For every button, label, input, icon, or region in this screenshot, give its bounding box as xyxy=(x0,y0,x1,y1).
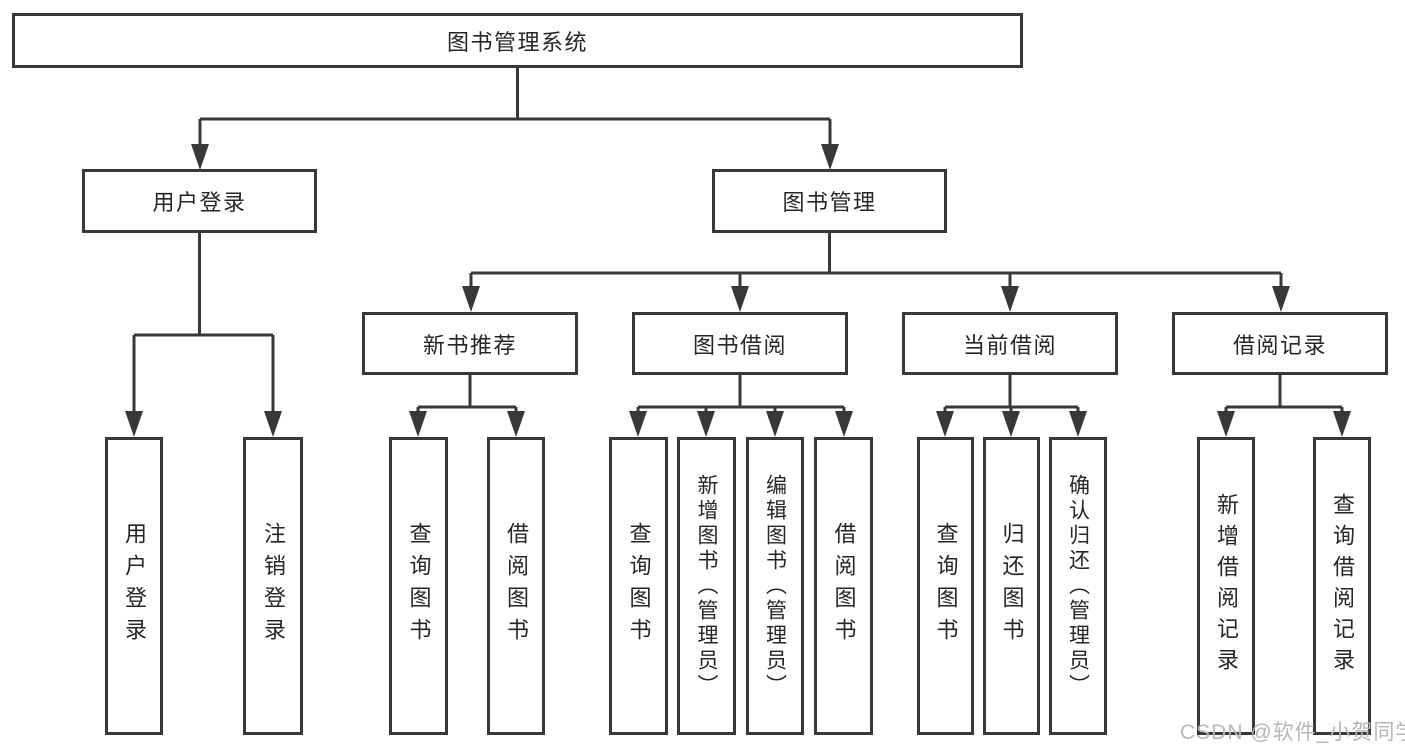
node-book-borrow: 图书借阅 xyxy=(632,312,848,375)
arrowhead xyxy=(835,411,853,437)
leaf-current-return-label: 归还图书 xyxy=(999,522,1025,650)
node-root: 图书管理系统 xyxy=(12,13,1023,68)
arrowhead xyxy=(507,411,525,437)
csdn-watermark: CSDN @软件_小贺同学 xyxy=(1180,721,1405,744)
arrowhead xyxy=(1069,411,1087,437)
node-current-borrow-label: 当前借阅 xyxy=(962,332,1057,358)
node-user-login-label: 用户登录 xyxy=(152,190,247,215)
leaf-logout-label: 注销登录 xyxy=(261,522,286,650)
node-book-borrow-label: 图书借阅 xyxy=(692,332,787,358)
arrowhead xyxy=(264,411,282,437)
leaf-record-query: 查询借阅记录 xyxy=(1313,437,1371,735)
arrowheads xyxy=(125,144,1351,437)
node-new-book-recommend: 新书推荐 xyxy=(362,312,578,375)
leaf-newbook-borrow-label: 借阅图书 xyxy=(504,522,529,650)
arrowhead xyxy=(1272,286,1290,312)
arrowhead xyxy=(697,411,715,437)
arrowhead xyxy=(409,411,427,437)
connector-newbook-to-leaves xyxy=(416,375,518,416)
node-borrow-record-label: 借阅记录 xyxy=(1232,332,1327,358)
connector-record-to-leaves xyxy=(1224,375,1344,416)
connector-user-to-leaves xyxy=(132,233,275,416)
arrowhead xyxy=(1002,411,1020,437)
leaf-borrow-add-admin-label: 新增图书（管理员） xyxy=(695,473,718,699)
arrowhead xyxy=(1217,411,1235,437)
node-new-book-recommend-label: 新书推荐 xyxy=(422,332,517,358)
leaf-user-login-label: 用户登录 xyxy=(122,522,147,650)
connector-bookborrow-to-leaves xyxy=(636,375,846,416)
leaf-borrow-book-label: 借阅图书 xyxy=(831,522,857,650)
leaf-newbook-query: 查询图书 xyxy=(389,437,448,735)
leaf-current-confirm-admin: 确认归还（管理员） xyxy=(1049,437,1107,735)
leaf-borrow-query-label: 查询图书 xyxy=(626,522,652,650)
arrowhead xyxy=(125,411,143,437)
arrowhead xyxy=(462,286,480,312)
leaf-borrow-book: 借阅图书 xyxy=(814,437,873,735)
node-user-login: 用户登录 xyxy=(82,169,317,233)
node-book-management-label: 图书管理 xyxy=(782,190,877,215)
node-current-borrow: 当前借阅 xyxy=(902,312,1118,375)
arrowhead xyxy=(629,411,647,437)
leaf-logout: 注销登录 xyxy=(243,437,303,735)
arrowhead xyxy=(731,286,749,312)
arrowhead xyxy=(1001,286,1019,312)
arrowhead xyxy=(1333,411,1351,437)
arrowhead xyxy=(821,144,839,170)
leaf-record-add: 新增借阅记录 xyxy=(1197,437,1255,735)
arrowhead xyxy=(766,411,784,437)
leaf-current-query-label: 查询图书 xyxy=(933,522,959,650)
leaf-current-confirm-admin-label: 确认归还（管理员） xyxy=(1066,473,1090,699)
leaf-record-query-label: 查询借阅记录 xyxy=(1330,493,1355,679)
connector-root-to-level1 xyxy=(198,68,832,150)
leaf-newbook-borrow: 借阅图书 xyxy=(487,437,545,735)
arrowhead xyxy=(936,411,954,437)
leaf-record-add-label: 新增借阅记录 xyxy=(1214,493,1239,679)
leaf-newbook-query-label: 查询图书 xyxy=(406,522,432,650)
leaf-borrow-edit-admin: 编辑图书（管理员） xyxy=(746,437,804,735)
connector-bookmgmt-to-level2 xyxy=(469,233,1283,292)
node-root-label: 图书管理系统 xyxy=(446,29,588,55)
node-book-management: 图书管理 xyxy=(712,169,947,233)
leaf-borrow-query: 查询图书 xyxy=(609,437,668,735)
leaf-borrow-edit-admin-label: 编辑图书（管理员） xyxy=(763,473,787,699)
node-borrow-record: 借阅记录 xyxy=(1172,312,1388,375)
leaf-current-query: 查询图书 xyxy=(917,437,974,735)
leaf-user-login: 用户登录 xyxy=(105,437,163,735)
arrowhead xyxy=(191,144,209,170)
leaf-borrow-add-admin: 新增图书（管理员） xyxy=(677,437,736,735)
leaf-current-return: 归还图书 xyxy=(983,437,1040,735)
connector-currentborrow-to-leaves xyxy=(943,375,1080,416)
